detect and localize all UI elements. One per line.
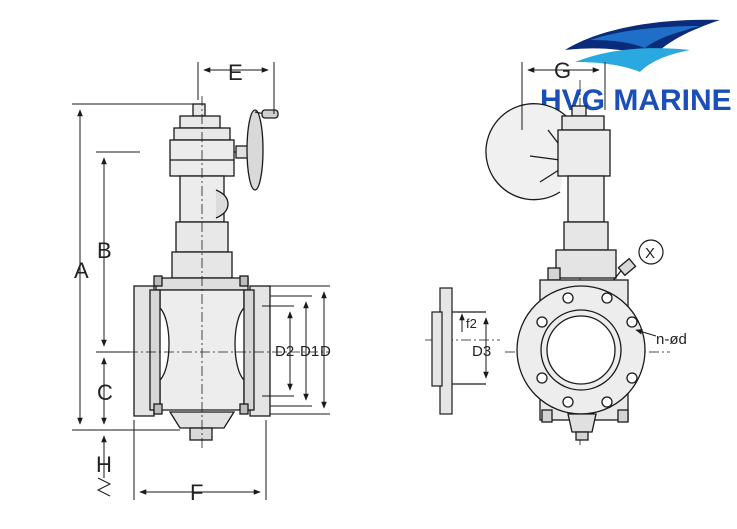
valve-side-view [485, 103, 646, 441]
dim-label-F: F [190, 480, 203, 505]
x-circle-mark: X [638, 239, 664, 265]
dim-label-A: A [74, 258, 89, 283]
dim-label-D1: D1 [300, 343, 319, 360]
x-mark-label: X [645, 245, 655, 262]
dim-label-D3: D3 [472, 343, 491, 360]
dim-label-D2: D2 [275, 343, 294, 360]
logo-wave-mid [590, 26, 700, 48]
dim-label-f2: f2 [466, 316, 477, 331]
dimension-G [521, 62, 657, 337]
flange-section-view [431, 287, 486, 415]
dim-label-G: G [554, 58, 571, 83]
dimension-lines-left [72, 62, 330, 500]
dim-label-D: D [320, 343, 331, 360]
logo-text: HVG MARINE [540, 84, 732, 117]
dim-label-E: E [228, 60, 243, 85]
dim-label-B: B [97, 238, 112, 263]
flange-dimension-lines [459, 313, 489, 379]
valve-front-view [133, 103, 279, 441]
dim-label-holes: n-ød [656, 331, 687, 348]
dim-label-C: C [97, 380, 113, 405]
dim-label-H: H [96, 452, 112, 477]
logo-wave-light [575, 48, 690, 72]
